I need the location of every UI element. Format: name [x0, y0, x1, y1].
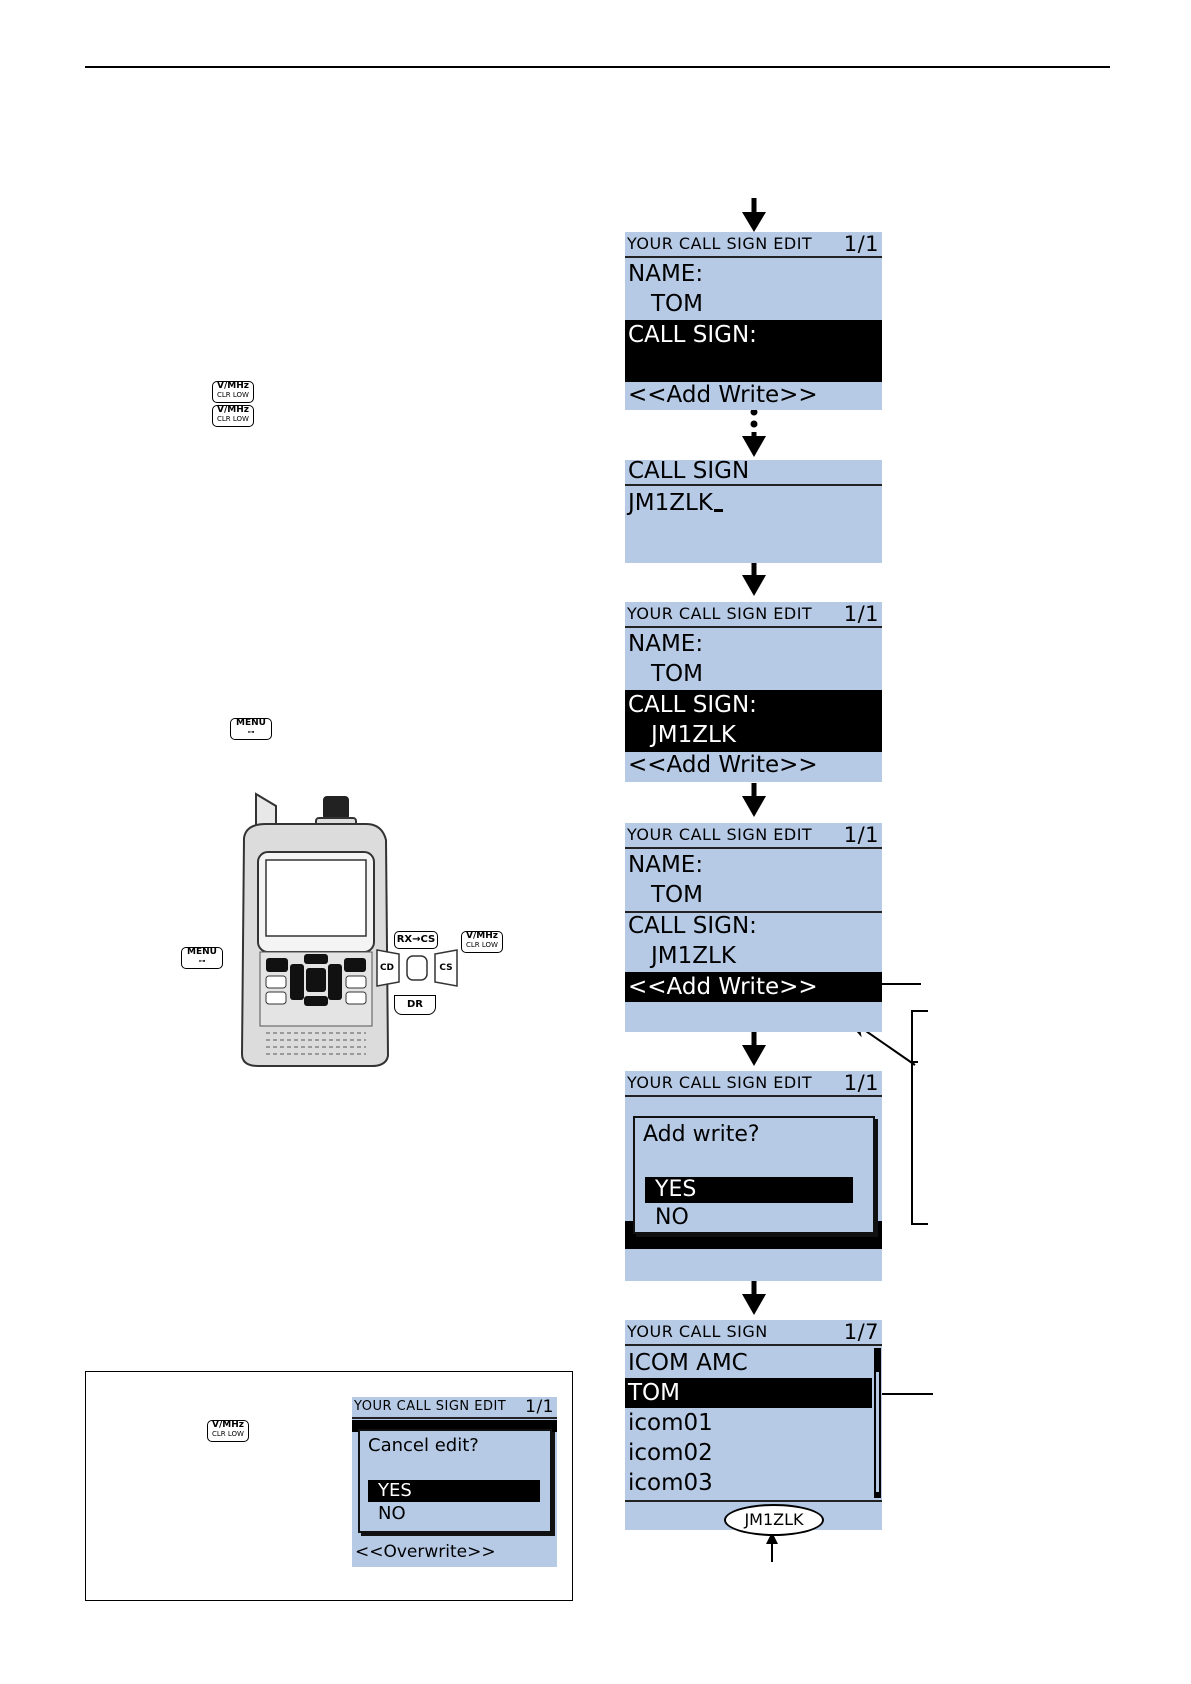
lcd-header: YOUR CALL SIGN EDIT 1/1 — [625, 602, 882, 628]
callsign-label: CALL SIGN: — [628, 692, 757, 718]
top-rule — [85, 66, 1110, 68]
page-indicator: 1/1 — [525, 1397, 554, 1417]
lcd-screen-call-sign-entry: CALL SIGN JM1ZLK — [625, 460, 882, 563]
key-label: MENU — [236, 718, 266, 728]
callsign-entry-title: CALL SIGN — [628, 460, 750, 484]
note-box — [85, 1371, 573, 1601]
key-sublabel: CLR LOW — [217, 391, 249, 399]
key-sublabel: ⊶ — [198, 957, 206, 965]
callsign-label: CALL SIGN: — [628, 322, 757, 348]
yes-option[interactable]: YES — [645, 1177, 853, 1203]
lcd-header: YOUR CALL SIGN EDIT 1/1 — [625, 232, 882, 258]
list-item[interactable]: icom02 — [628, 1440, 713, 1466]
add-write-item-selected[interactable]: <<Add Write>> — [625, 972, 882, 1002]
lcd-screen-call-sign-edit-filled: YOUR CALL SIGN EDIT 1/1 NAME: TOM CALL SI… — [625, 602, 882, 782]
divider — [625, 1500, 882, 1502]
callsign-item-selected[interactable]: CALL SIGN: — [625, 320, 882, 382]
callsign-entry-field[interactable]: JM1ZLK — [625, 488, 882, 518]
no-option[interactable]: NO — [378, 1503, 406, 1524]
name-label: NAME: — [628, 631, 704, 657]
menu-key-icon: MENU⊶ — [230, 718, 272, 740]
name-value: TOM — [651, 291, 703, 317]
lcd-screen-call-sign-edit-empty: YOUR CALL SIGN EDIT 1/1 NAME: TOM CALL SI… — [625, 232, 882, 410]
page-indicator: 1/7 — [843, 1320, 879, 1344]
list-item[interactable]: ICOM AMC — [628, 1350, 748, 1376]
page-indicator: 1/1 — [843, 602, 879, 626]
lcd-header-title: YOUR CALL SIGN — [627, 1322, 768, 1341]
callout-text: JM1ZLK — [744, 1510, 804, 1529]
cancel-edit-dialog: Cancel edit? YES NO — [358, 1429, 552, 1533]
key-sublabel: CLR LOW — [466, 941, 498, 949]
list-item[interactable]: icom01 — [628, 1410, 713, 1436]
name-label: NAME: — [628, 261, 704, 287]
name-value: TOM — [651, 661, 703, 687]
lcd-screen-your-call-sign-list: YOUR CALL SIGN 1/7 ICOM AMC TOM icom01 ic… — [625, 1320, 882, 1530]
callsign-item-selected[interactable]: CALL SIGN: JM1ZLK — [625, 690, 882, 752]
page-indicator: 1/1 — [843, 232, 879, 256]
cd-key-icon: CD — [377, 964, 397, 978]
key-sublabel: CLR LOW — [217, 415, 249, 423]
add-write-dialog: Add write? YES NO — [633, 1116, 875, 1234]
lcd-screen-cancel-edit: YOUR CALL SIGN EDIT 1/1 Cancel edit? YES … — [352, 1397, 557, 1567]
key-label: V/MHz — [466, 931, 498, 941]
transceiver-illustration — [240, 792, 458, 1067]
lcd-header-title: YOUR CALL SIGN EDIT — [627, 604, 813, 623]
continuation-dot — [750, 408, 758, 416]
rxcs-key-icon: RX→CS — [394, 931, 438, 949]
page-indicator: 1/1 — [843, 1071, 879, 1095]
key-label: V/MHz — [217, 381, 249, 391]
lcd-header-title: YOUR CALL SIGN EDIT — [627, 1073, 813, 1092]
lcd-header-title: YOUR CALL SIGN EDIT — [354, 1399, 507, 1414]
callsign-value: JM1ZLK — [651, 722, 736, 748]
page-indicator: 1/1 — [843, 823, 879, 847]
lcd-header: YOUR CALL SIGN EDIT 1/1 — [625, 1071, 882, 1097]
divider — [625, 911, 882, 913]
continuation-dot — [750, 420, 758, 428]
cs-key-icon: CS — [436, 964, 456, 978]
add-write-item[interactable]: <<Add Write>> — [628, 382, 818, 408]
lcd-header-title: YOUR CALL SIGN EDIT — [627, 825, 813, 844]
key-label: V/MHz — [212, 1420, 244, 1430]
add-write-item[interactable]: <<Add Write>> — [628, 752, 818, 778]
callsign-callout: JM1ZLK — [724, 1504, 824, 1536]
key-sublabel: ⊶ — [247, 728, 255, 736]
scrollbar-track — [876, 1372, 879, 1492]
key-label: V/MHz — [217, 405, 249, 415]
lcd-header: YOUR CALL SIGN EDIT 1/1 — [625, 823, 882, 849]
callsign-label: CALL SIGN: — [628, 913, 757, 939]
dr-key-icon: DR — [394, 995, 436, 1015]
lcd-header: YOUR CALL SIGN 1/7 — [625, 1320, 882, 1346]
name-value: TOM — [651, 882, 703, 908]
key-label: MENU — [187, 947, 217, 957]
lcd-header-title: YOUR CALL SIGN EDIT — [627, 234, 813, 253]
list-item-selected[interactable]: TOM — [625, 1378, 872, 1408]
dialog-question: Add write? — [643, 1122, 760, 1147]
lcd-screen-add-write-dialog: YOUR CALL SIGN EDIT 1/1 Add write? YES NO — [625, 1071, 882, 1281]
menu-key-icon: MENU⊶ — [181, 947, 223, 969]
key-label: DR — [406, 999, 423, 1010]
key-sublabel: CLR LOW — [212, 1430, 244, 1438]
lcd-header: YOUR CALL SIGN EDIT 1/1 — [352, 1397, 557, 1419]
dialog-question: Cancel edit? — [368, 1435, 479, 1456]
key-label: RX→CS — [396, 934, 436, 945]
divider — [625, 484, 882, 486]
lcd-screen-add-write-selected: YOUR CALL SIGN EDIT 1/1 NAME: TOM CALL SI… — [625, 823, 882, 1032]
yes-option[interactable]: YES — [368, 1480, 540, 1502]
key-label: CD — [379, 963, 395, 973]
callsign-value: JM1ZLK — [651, 943, 736, 969]
cursor — [713, 509, 723, 512]
overwrite-item[interactable]: <<Overwrite>> — [355, 1542, 496, 1562]
list-item[interactable]: icom03 — [628, 1470, 713, 1496]
key-label: CS — [439, 963, 453, 973]
callsign-entry-value: JM1ZLK — [628, 490, 713, 516]
no-option[interactable]: NO — [655, 1205, 689, 1230]
name-label: NAME: — [628, 852, 704, 878]
